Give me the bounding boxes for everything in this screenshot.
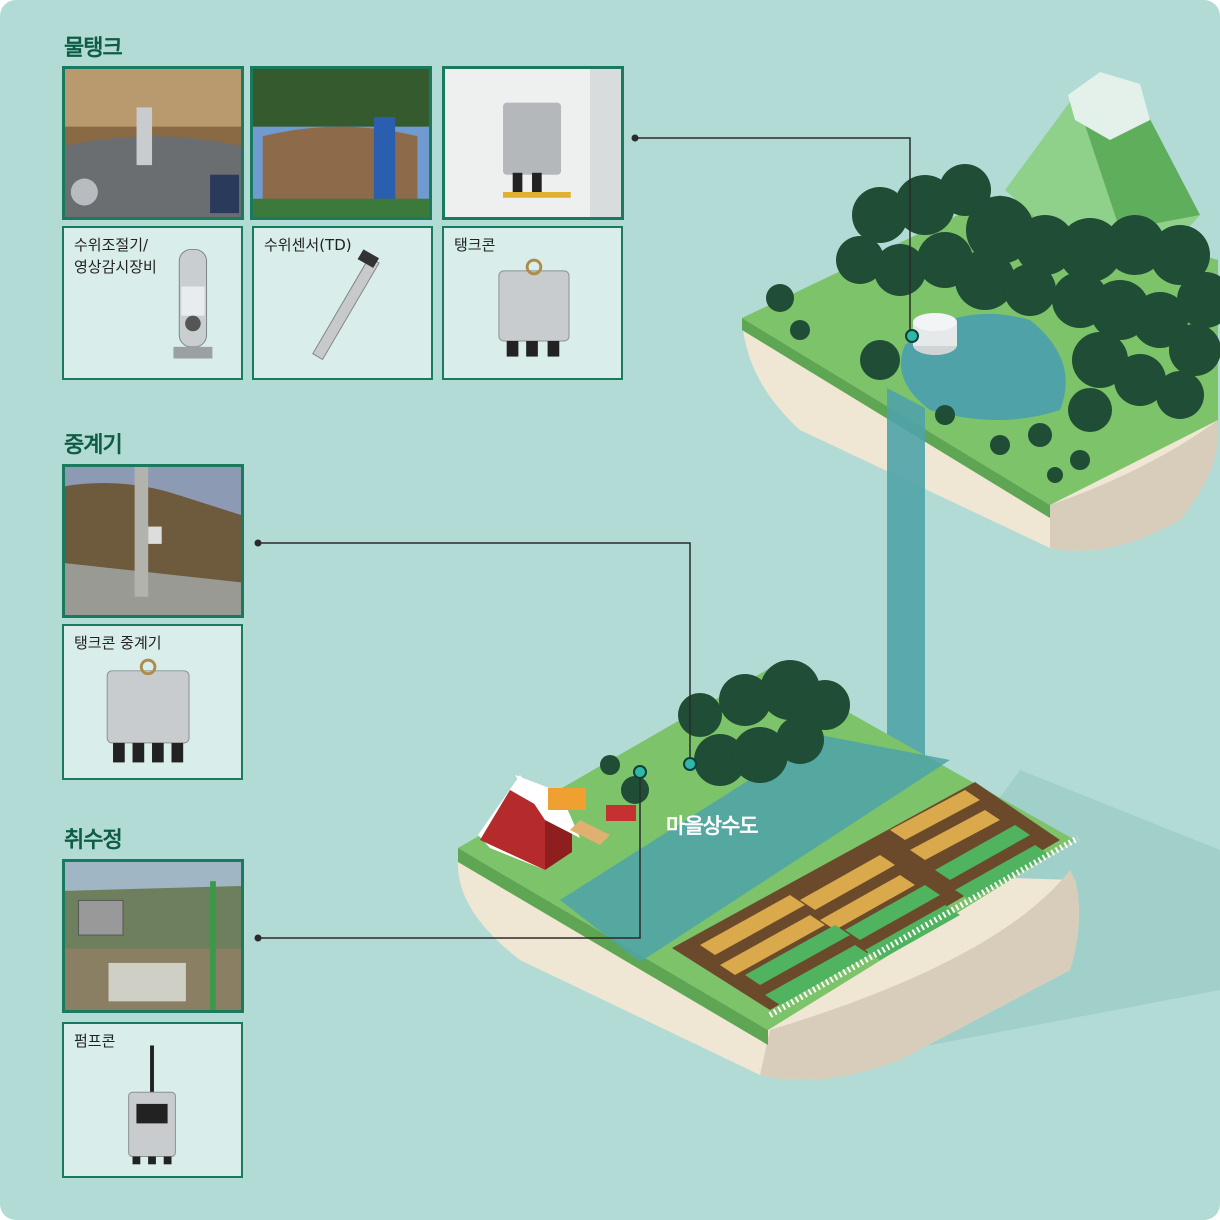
level-controller-icon <box>173 248 213 359</box>
card-pumpcon: 펌프콘 <box>62 1022 243 1178</box>
repeater-device-icon <box>106 658 190 763</box>
photo-intake-well <box>62 859 244 1013</box>
photo-tank-top <box>62 66 244 220</box>
card-level-sensor: 수위센서(TD) <box>252 226 433 380</box>
section-title-water-tank: 물탱크 <box>64 36 123 61</box>
village-island <box>457 660 1080 1080</box>
section-title-repeater: 중계기 <box>64 433 123 458</box>
card-tankcon: 탱크콘 <box>442 226 623 380</box>
connector-repeater <box>258 542 691 760</box>
tankcon-device-icon <box>498 258 570 357</box>
tank-marker <box>905 329 919 343</box>
repeater-marker <box>683 757 697 771</box>
photo-tankcon-installed <box>442 66 624 220</box>
card-level-controller: 수위조절기/ 영상감시장비 <box>62 226 243 380</box>
connector-intake <box>258 775 641 939</box>
level-sensor-icon <box>312 249 380 361</box>
forest <box>766 164 1220 483</box>
card-label: 수위센서(TD) <box>264 236 352 254</box>
card-label: 탱크콘 <box>454 236 496 254</box>
village-water-label: 마을상수도 <box>666 814 759 838</box>
card-label: 펌프콘 <box>74 1032 116 1050</box>
connector-tank <box>635 137 911 332</box>
pumpcon-device-icon <box>128 1045 176 1165</box>
card-label: 수위조절기/ 영상감시장비 <box>74 236 157 276</box>
waterfall <box>887 388 925 760</box>
intake-marker <box>633 765 647 779</box>
card-label: 탱크콘 중계기 <box>74 634 162 652</box>
section-title-intake-well: 취수정 <box>64 828 123 853</box>
card-tankcon-repeater: 탱크콘 중계기 <box>62 624 243 780</box>
photo-water-tank <box>250 66 432 220</box>
photo-repeater-pole <box>62 464 244 618</box>
